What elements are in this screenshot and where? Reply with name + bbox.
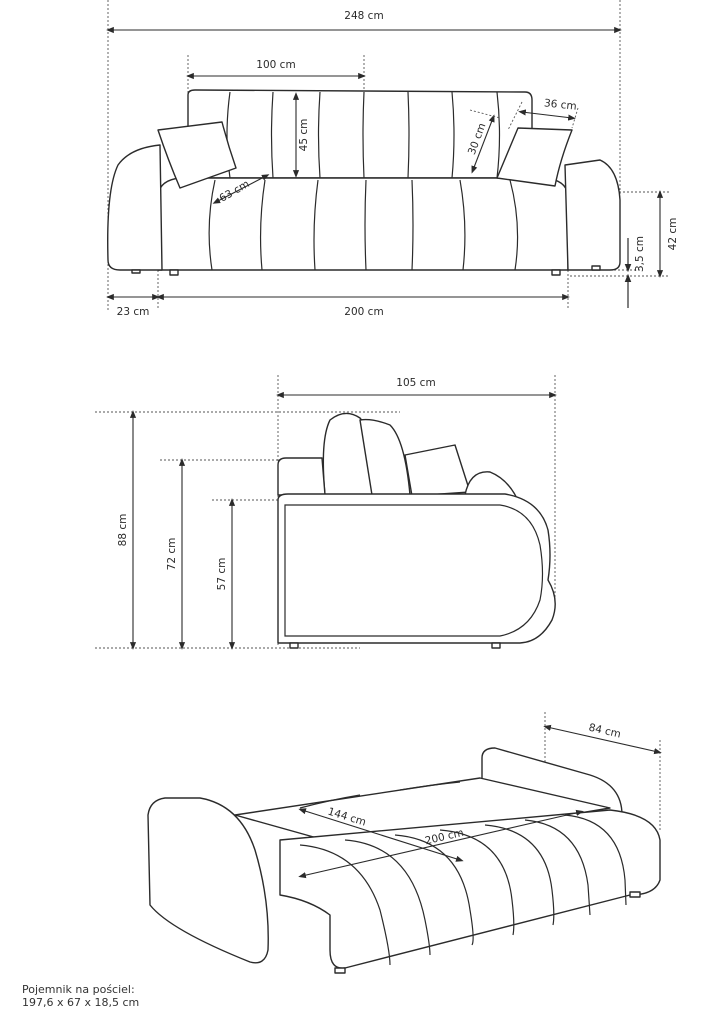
dim-backrest-height: 45 cm bbox=[298, 119, 310, 152]
bed-view: 84 cm 144 cm 200 cm bbox=[147, 712, 662, 974]
dim-side-seat-height: 57 cm bbox=[216, 558, 228, 591]
dim-height-total: 88 cm bbox=[117, 514, 129, 547]
dim-width-total: 248 cm bbox=[344, 10, 383, 22]
side-view: 105 cm 88 cm 72 cm 57 cm bbox=[95, 375, 557, 650]
dim-depth: 105 cm bbox=[396, 377, 435, 389]
storage-note: Pojemnik na pościel: 197,6 x 67 x 18,5 c… bbox=[22, 983, 139, 1009]
storage-label: Pojemnik na pościel: bbox=[22, 983, 135, 996]
dim-armrest-width: 23 cm bbox=[117, 306, 150, 318]
storage-dimensions: 197,6 x 67 x 18,5 cm bbox=[22, 996, 140, 1009]
dim-leg-height: 3,5 cm bbox=[634, 236, 646, 272]
dim-seat-height: 42 cm bbox=[667, 218, 679, 251]
front-view: 248 cm 100 cm 45 cm 63 cm 30 cm 36 cm 42… bbox=[106, 0, 679, 318]
dim-backrest-width: 100 cm bbox=[256, 59, 295, 71]
dim-pillow-width: 36 cm bbox=[543, 97, 577, 112]
dim-seat-width: 200 cm bbox=[344, 306, 383, 318]
dim-armrest-height: 72 cm bbox=[166, 538, 178, 571]
